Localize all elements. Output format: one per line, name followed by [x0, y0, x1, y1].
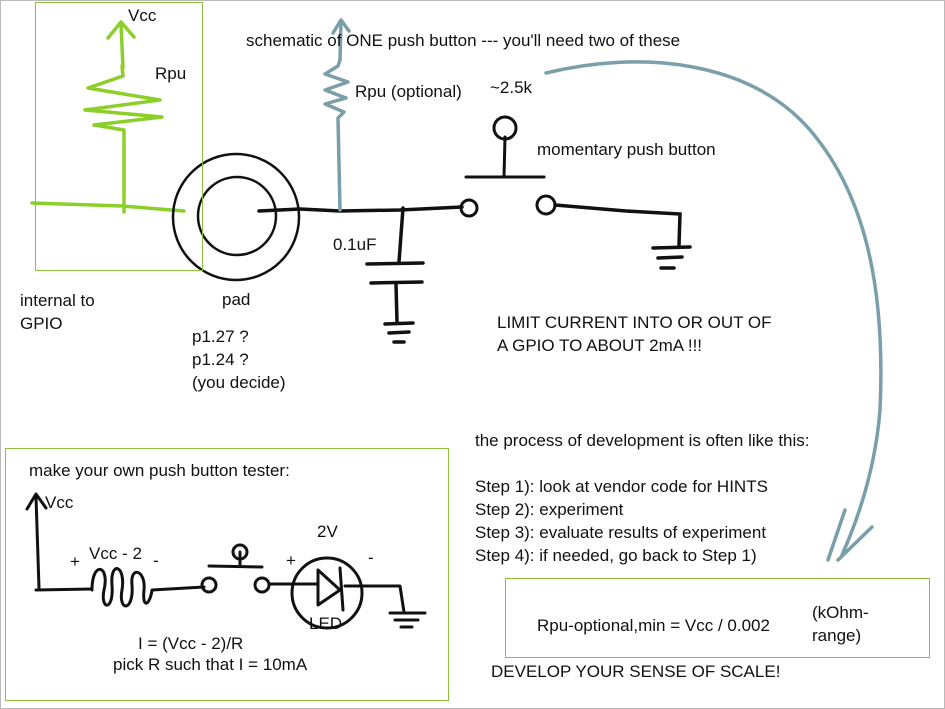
pin-option-2: p1.24 ?	[192, 350, 249, 369]
resistor-minus-label: -	[153, 551, 159, 570]
optional-rpu	[323, 18, 351, 212]
internal-vcc-label: Vcc	[128, 6, 157, 25]
cap-lead-top	[397, 206, 405, 264]
process-step-2: Step 2): experiment	[475, 500, 624, 519]
cap-plate-top	[365, 261, 425, 266]
capacitor-label: 0.1uF	[333, 235, 377, 254]
process-step-3: Step 3): evaluate results of experiment	[475, 523, 767, 542]
led-minus-label: -	[368, 548, 374, 567]
range-line2: range)	[812, 626, 862, 645]
warning-line1: LIMIT CURRENT INTO OR OUT OF	[497, 313, 772, 332]
tester-box	[5, 448, 449, 701]
pin-option-3: (you decide)	[192, 373, 286, 392]
tester-vcc-label: Vcc	[45, 493, 74, 512]
tester-resistor	[90, 567, 206, 608]
momentary-push-button	[459, 115, 692, 270]
internal-label-line1: internal to	[20, 291, 95, 310]
scale-footer: DEVELOP YOUR SENSE OF SCALE!	[491, 662, 781, 681]
range-line1: (kOhm-	[812, 603, 869, 622]
internal-rpu-label: Rpu	[155, 64, 187, 83]
internal-pullup	[30, 20, 186, 214]
button-ground-icon	[651, 245, 692, 270]
gpio-internal-wire	[30, 201, 186, 213]
pad-label: pad	[222, 290, 251, 309]
cap-ground-icon	[383, 321, 415, 344]
led-plus-label: +	[286, 551, 296, 570]
internal-label-line2: GPIO	[20, 314, 63, 333]
process-step-4: Step 4): if needed, go back to Step 1)	[475, 546, 757, 565]
tester-title: make your own push button tester:	[29, 461, 290, 480]
optional-rpu-resistor	[323, 58, 350, 212]
optional-rpu-label: Rpu (optional)	[355, 82, 462, 101]
warning-line2: A GPIO TO ABOUT 2mA !!!	[497, 336, 703, 355]
internal-gpio-box	[35, 2, 203, 271]
resistor-plus-label: +	[70, 552, 80, 571]
push-button-label: momentary push button	[537, 140, 716, 159]
curved-arrow-icon	[544, 60, 883, 562]
internal-vcc-arrow-icon	[106, 20, 136, 70]
signal-wire	[257, 205, 464, 213]
led-voltage-label: 2V	[317, 522, 338, 541]
formula-box	[505, 578, 930, 658]
pin-option-1: p1.27 ?	[192, 327, 249, 346]
approx-value-label: ~2.5k	[490, 78, 533, 97]
pad-icon	[171, 152, 301, 282]
tester-ground-icon	[388, 611, 427, 629]
led-icon	[290, 556, 364, 630]
optional-vcc-arrow-icon	[331, 18, 351, 62]
tester-vcc-arrow-icon	[25, 492, 48, 590]
current-formula: I = (Vcc - 2)/R	[138, 634, 244, 653]
internal-rpu-resistor	[83, 64, 164, 214]
rpu-formula: Rpu-optional,min = Vcc / 0.002	[537, 616, 770, 635]
tester-instruction: pick R such that I = 10mA	[113, 655, 308, 674]
resistor-label: Vcc - 2	[89, 544, 142, 563]
tester-circuit	[25, 492, 427, 630]
process-intro: the process of development is often like…	[475, 431, 810, 450]
led-label: LED	[309, 614, 343, 633]
cap-lead-bottom	[394, 282, 399, 324]
schematic-title: schematic of ONE push button --- you'll …	[246, 31, 681, 50]
process-step-1: Step 1): look at vendor code for HINTS	[475, 477, 768, 496]
